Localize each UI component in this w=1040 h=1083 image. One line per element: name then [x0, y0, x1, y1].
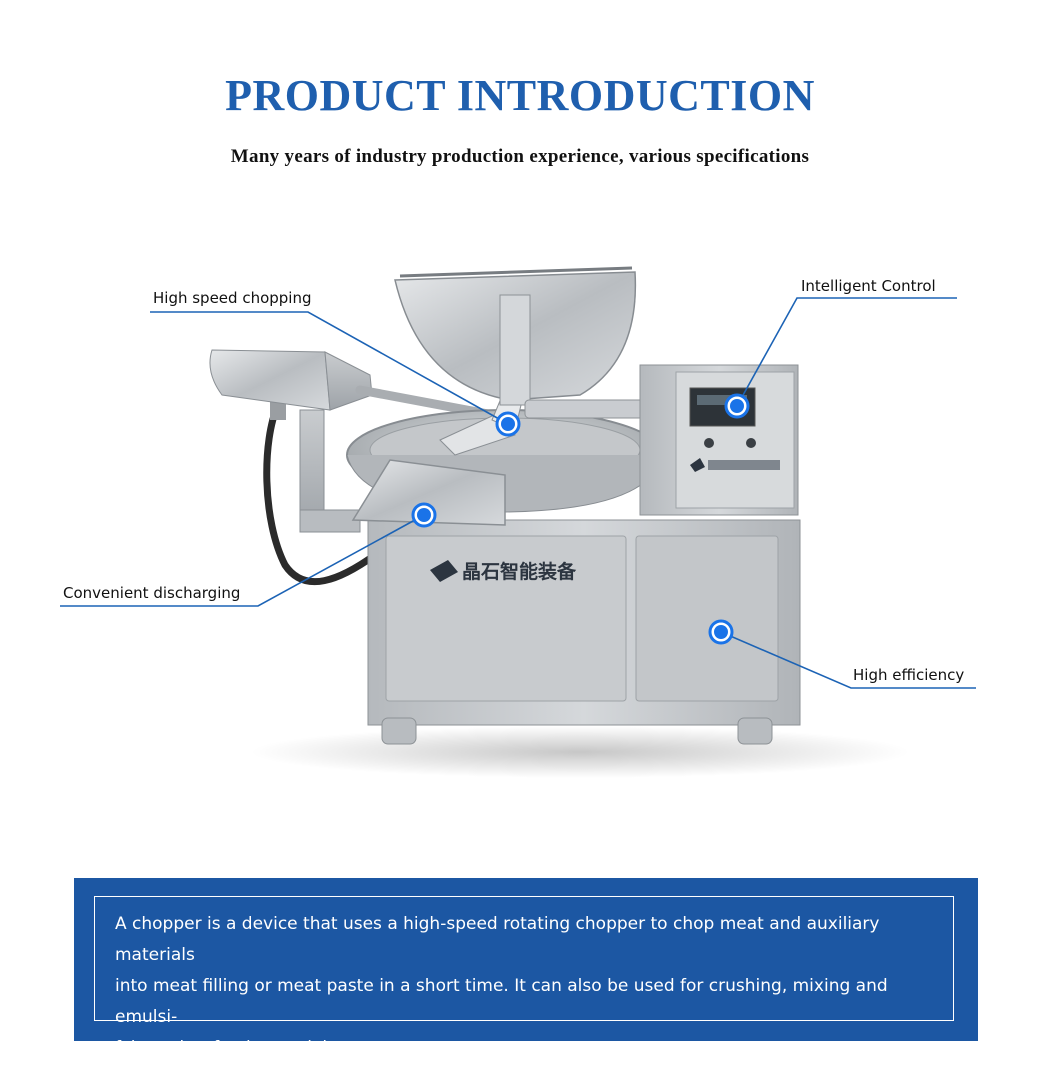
description-line-3: fying other food materials.	[115, 1038, 342, 1058]
callout-label-convenient-discharging: Convenient discharging	[63, 584, 241, 602]
brand-logo-mark	[430, 560, 458, 582]
discharge-cylinder	[209, 349, 331, 411]
marker-convenient-discharging[interactable]	[411, 502, 437, 528]
discharge-cone	[324, 351, 373, 411]
description-line-2: into meat filling or meat paste in a sho…	[115, 976, 888, 1027]
cabinet-logo-mark	[690, 458, 705, 472]
cabinet-logo-text	[708, 460, 780, 470]
callout-line-intelligent	[736, 297, 957, 407]
lid-rib	[499, 294, 531, 406]
callout-line-discharging	[60, 514, 425, 607]
floor-shadow	[250, 726, 910, 778]
spindle	[524, 399, 656, 419]
page-title: PRODUCT INTRODUCTION	[225, 71, 815, 120]
lid-top-edge	[399, 266, 633, 278]
product-figure: 晶石智能装备	[60, 266, 976, 778]
control-knob-left	[704, 438, 714, 448]
callout-line-efficiency	[720, 631, 976, 689]
callout-line-high-speed	[150, 311, 509, 425]
brand-logo: 晶石智能装备	[430, 560, 577, 583]
description-frame: A chopper is a device that uses a high-s…	[94, 896, 954, 1058]
foot-right	[737, 717, 773, 745]
description-box: A chopper is a device that uses a high-s…	[74, 878, 978, 1058]
callout-label-high-speed-chopping: High speed chopping	[153, 289, 312, 307]
hose	[263, 401, 379, 586]
foot-left	[381, 717, 417, 745]
marker-high-speed[interactable]	[495, 411, 521, 437]
page-subtitle: Many years of industry production experi…	[230, 146, 810, 167]
brand-logo-text: 晶石智能装备	[462, 560, 577, 583]
description-text: A chopper is a device that uses a high-s…	[115, 909, 945, 1064]
description-line-1: A chopper is a device that uses a high-s…	[115, 914, 880, 965]
callout-label-high-efficiency: High efficiency	[853, 666, 965, 684]
right-panel	[635, 535, 779, 702]
marker-high-efficiency[interactable]	[708, 619, 734, 645]
display-readout	[697, 395, 747, 405]
marker-intelligent-control[interactable]	[724, 393, 750, 419]
support-foot	[299, 509, 361, 533]
control-knob-right	[746, 438, 756, 448]
callout-label-intelligent-control: Intelligent Control	[801, 277, 936, 295]
discharge-tray	[351, 459, 506, 526]
